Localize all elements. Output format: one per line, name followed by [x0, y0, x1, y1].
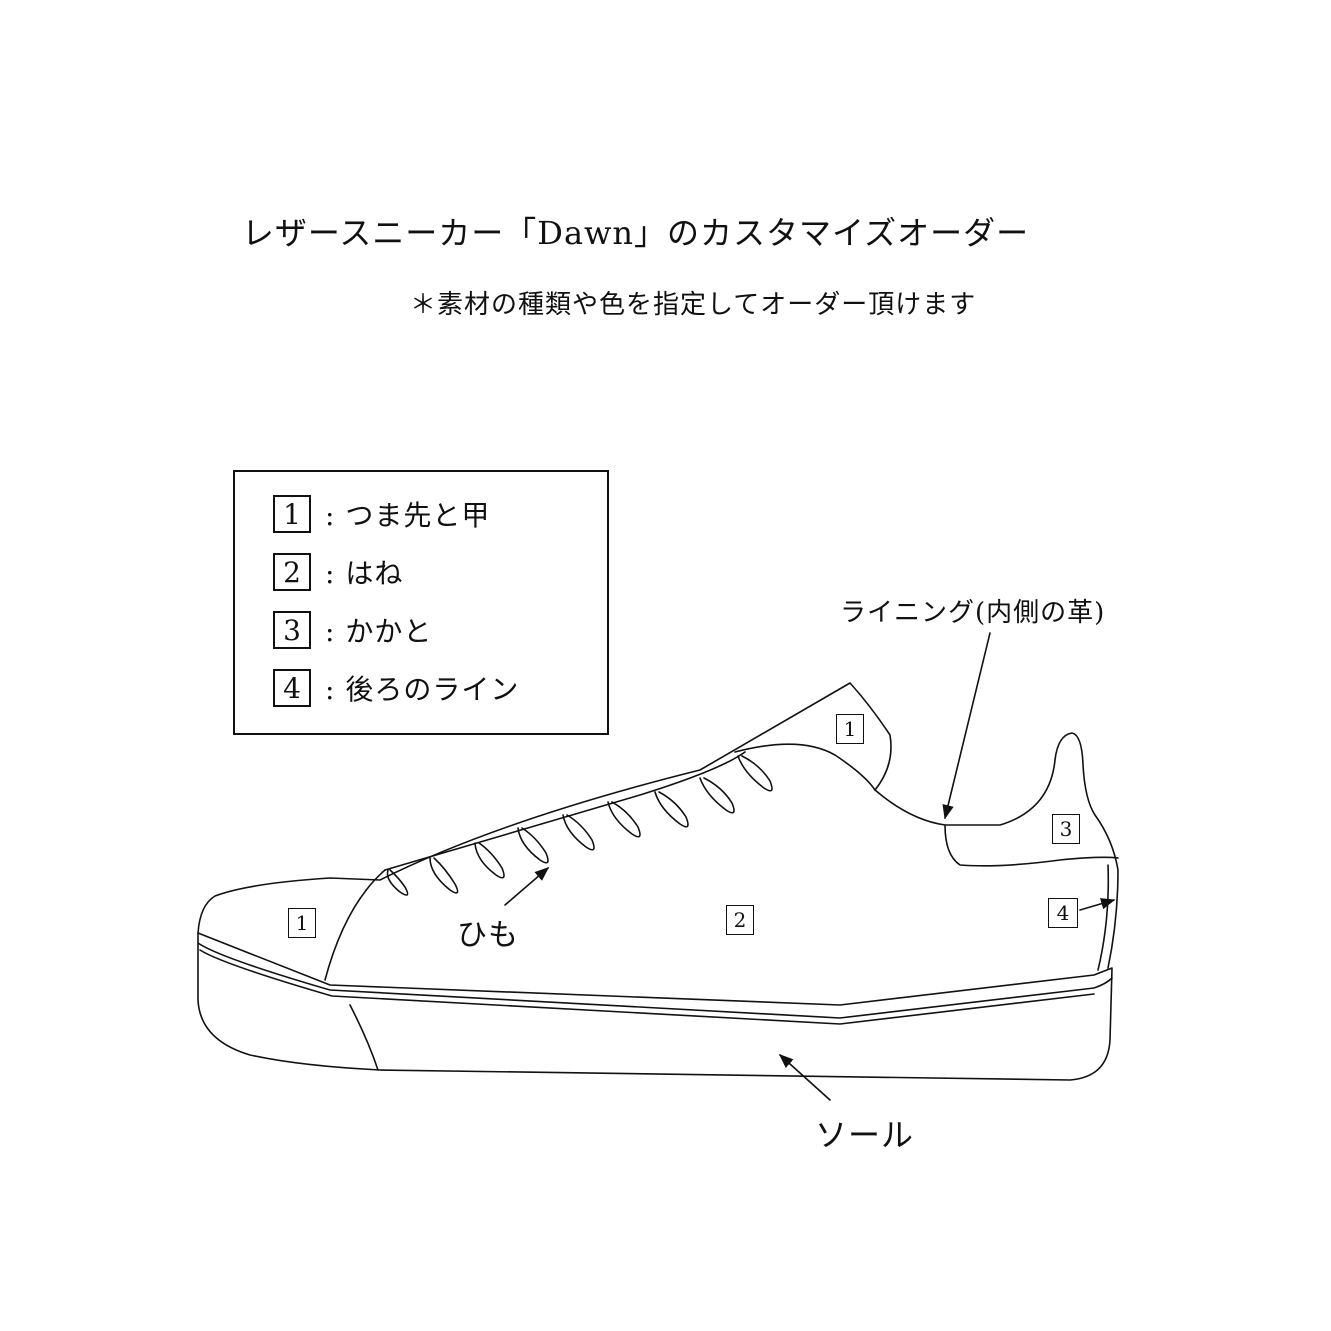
legend-item-label: : はね — [325, 557, 404, 590]
part-tag-vamp: 2 — [726, 905, 754, 935]
sole-welt-line — [197, 942, 1113, 1019]
back-line-arrow — [1079, 898, 1116, 911]
legend-item-label: : かかと — [325, 615, 433, 648]
sole-callout-label: ソール — [815, 1116, 915, 1154]
page-subtitle: ＊素材の種類や色を指定してオーダー頂けます — [410, 290, 977, 320]
legend-item-label: : 後ろのライン — [325, 673, 520, 706]
legend-number-box: 3 — [273, 611, 311, 649]
page-title: レザースニーカー「Dawn」のカスタマイズオーダー — [241, 214, 1030, 252]
legend-item-back-line: 4 : 後ろのライン — [273, 668, 519, 708]
lining-callout-label: ライニング(内側の革) — [840, 598, 1106, 628]
legend-item-label: : つま先と甲 — [325, 499, 491, 532]
heel-panel-seam — [944, 824, 1119, 867]
part-tag-instep: 1 — [836, 714, 864, 744]
upper-outline — [197, 682, 1119, 969]
laces-arrow — [504, 867, 550, 906]
part-tag-toe: 1 — [288, 908, 316, 938]
part-tag-back-line: 4 — [1048, 898, 1078, 928]
instep-seam — [734, 743, 876, 791]
legend-number-box: 4 — [273, 669, 311, 707]
laces-callout-label: ひも — [457, 918, 519, 953]
sole-welt-line-inner — [199, 949, 1095, 1025]
laces — [386, 755, 773, 896]
legend-item-heel: 3 : かかと — [273, 610, 432, 650]
legend-box: 1 : つま先と甲 2 : はね 3 : かかと 4 : 後ろのライン — [233, 470, 609, 735]
sole-outline — [197, 932, 1113, 1081]
toe-cap-seam — [324, 869, 386, 981]
legend-item-vamp: 2 : はね — [273, 552, 403, 592]
lining-arrow — [942, 632, 991, 820]
part-tag-heel: 3 — [1052, 814, 1080, 844]
sole-toe-bumper-line — [349, 1004, 379, 1071]
back-line-seam — [1097, 864, 1110, 971]
legend-number-box: 1 — [273, 495, 311, 533]
legend-item-toe-and-instep: 1 : つま先と甲 — [273, 494, 490, 534]
legend-number-box: 2 — [273, 553, 311, 591]
sole-arrow — [778, 1054, 831, 1101]
